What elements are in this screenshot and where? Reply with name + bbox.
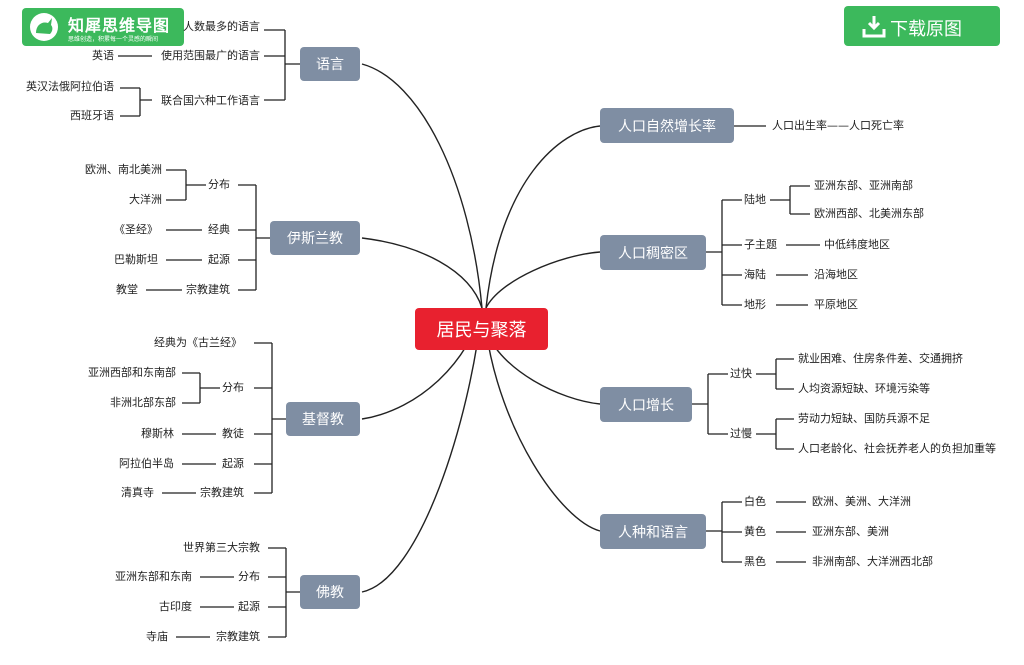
node-natural-growth[interactable]: 人口自然增长率 bbox=[600, 108, 734, 143]
density-land-value: 欧洲西部、北美洲东部 bbox=[814, 207, 924, 220]
race-yellow-label: 黄色 bbox=[744, 525, 766, 538]
islam-building-value: 教堂 bbox=[116, 283, 138, 296]
language-most-users: 人数最多的语言 bbox=[183, 20, 260, 33]
density-terrain-value: 平原地区 bbox=[814, 298, 858, 311]
node-population-growth[interactable]: 人口增长 bbox=[600, 387, 692, 422]
language-un: 联合国六种工作语言 bbox=[161, 94, 260, 107]
buddhism-dist-label: 分布 bbox=[238, 570, 260, 583]
race-yellow-value: 亚洲东部、美洲 bbox=[812, 525, 889, 538]
language-widest: 使用范围最广的语言 bbox=[161, 49, 260, 62]
density-terrain-label: 地形 bbox=[744, 298, 766, 311]
islam-dist-label: 分布 bbox=[208, 178, 230, 191]
buddhism-rank: 世界第三大宗教 bbox=[183, 541, 260, 554]
islam-dist-value: 大洋洲 bbox=[129, 193, 162, 206]
growth-fast-value: 人均资源短缺、环境污染等 bbox=[798, 382, 930, 395]
buddhism-origin-label: 起源 bbox=[238, 600, 260, 613]
christianity-believer-label: 教徒 bbox=[222, 427, 244, 440]
node-islam[interactable]: 伊斯兰教 bbox=[270, 221, 360, 255]
download-label: 下载原图 bbox=[890, 19, 962, 40]
christianity-classic: 经典为《古兰经》 bbox=[154, 336, 242, 349]
buddhism-building-value: 寺庙 bbox=[146, 630, 168, 643]
root-node[interactable]: 居民与聚落 bbox=[415, 308, 548, 350]
density-land-label: 陆地 bbox=[744, 193, 766, 206]
language-widest-value: 英语 bbox=[92, 49, 114, 62]
christianity-building-label: 宗教建筑 bbox=[200, 486, 244, 499]
buddhism-dist-value: 亚洲东部和东南 bbox=[115, 570, 192, 583]
christianity-believer-value: 穆斯林 bbox=[141, 427, 174, 440]
race-white-value: 欧洲、美洲、大洋洲 bbox=[812, 495, 911, 508]
growth-fast-value: 就业困难、住房条件差、交通拥挤 bbox=[798, 352, 963, 365]
christianity-origin-label: 起源 bbox=[222, 457, 244, 470]
islam-dist-value: 欧洲、南北美洲 bbox=[85, 163, 162, 176]
language-un-value: 西班牙语 bbox=[70, 109, 114, 122]
growth-fast-label: 过快 bbox=[730, 367, 752, 380]
rhino-icon bbox=[30, 13, 58, 41]
growth-slow-value: 人口老龄化、社会抚养老人的负担加重等 bbox=[798, 442, 996, 455]
islam-building-label: 宗教建筑 bbox=[186, 283, 230, 296]
density-theme-label: 子主题 bbox=[744, 238, 777, 251]
islam-classic-value: 《圣经》 bbox=[114, 223, 158, 236]
brand-title: 知犀思维导图 bbox=[68, 16, 171, 35]
race-white-label: 白色 bbox=[744, 495, 766, 508]
node-christianity[interactable]: 基督教 bbox=[286, 402, 360, 436]
brand-logo[interactable]: 知犀思维导图 思维创造，积累每一个灵感的瞬间 bbox=[22, 8, 184, 46]
islam-origin-value: 巴勒斯坦 bbox=[114, 253, 158, 266]
density-sea-label: 海陆 bbox=[744, 268, 766, 281]
christianity-dist-value: 非洲北部东部 bbox=[110, 396, 176, 409]
node-race-language[interactable]: 人种和语言 bbox=[600, 514, 706, 549]
density-theme-value: 中低纬度地区 bbox=[824, 238, 890, 251]
node-language[interactable]: 语言 bbox=[300, 47, 360, 81]
buddhism-origin-value: 古印度 bbox=[159, 600, 192, 613]
christianity-building-value: 清真寺 bbox=[121, 486, 154, 499]
density-sea-value: 沿海地区 bbox=[814, 268, 858, 281]
islam-classic-label: 经典 bbox=[208, 223, 230, 236]
islam-origin-label: 起源 bbox=[208, 253, 230, 266]
download-button[interactable]: 下载原图 bbox=[844, 6, 1000, 46]
growth-slow-label: 过慢 bbox=[730, 427, 752, 440]
language-un-value: 英汉法俄阿拉伯语 bbox=[26, 80, 114, 93]
node-buddhism[interactable]: 佛教 bbox=[300, 575, 360, 609]
race-black-label: 黑色 bbox=[744, 555, 766, 568]
growth-slow-value: 劳动力短缺、国防兵源不足 bbox=[798, 412, 930, 425]
christianity-dist-value: 亚洲西部和东南部 bbox=[88, 366, 176, 379]
natural-growth-value: 人口出生率——人口死亡率 bbox=[772, 119, 904, 132]
node-density[interactable]: 人口稠密区 bbox=[600, 235, 706, 270]
race-black-value: 非洲南部、大洋洲西北部 bbox=[812, 555, 933, 568]
christianity-dist-label: 分布 bbox=[222, 381, 244, 394]
christianity-origin-value: 阿拉伯半岛 bbox=[119, 457, 174, 470]
download-icon bbox=[862, 16, 886, 38]
buddhism-building-label: 宗教建筑 bbox=[216, 630, 260, 643]
brand-subtitle: 思维创造，积累每一个灵感的瞬间 bbox=[68, 36, 159, 43]
density-land-value: 亚洲东部、亚洲南部 bbox=[814, 179, 913, 192]
